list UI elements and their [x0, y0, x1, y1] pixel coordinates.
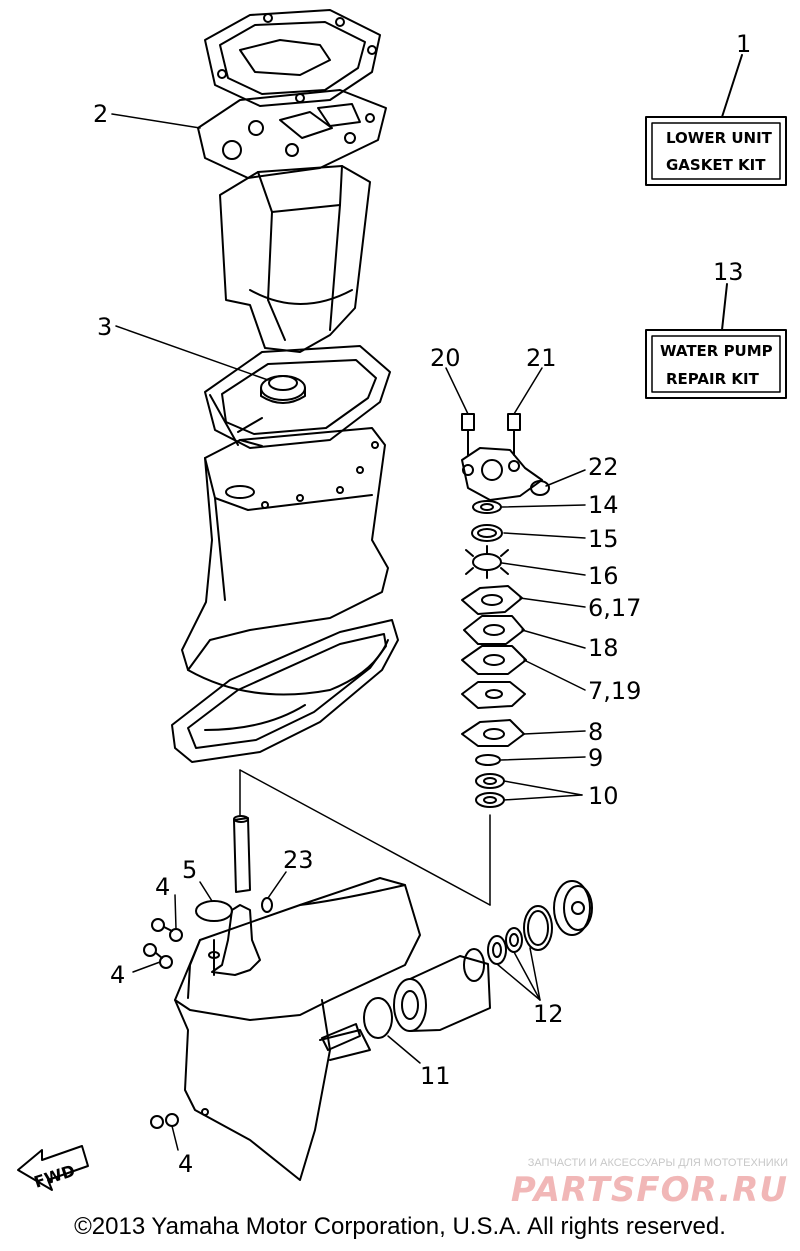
- pump-case-body: [461, 681, 526, 709]
- prop-shaft: [321, 1023, 361, 1051]
- insert-14: [472, 500, 502, 514]
- callout-20: 20: [430, 344, 461, 372]
- callout-11: 11: [420, 1062, 451, 1090]
- impeller-16: [465, 545, 509, 579]
- o-ring-9: [475, 754, 501, 766]
- screw-4-middle: [143, 943, 173, 969]
- bearing-12b: [505, 927, 523, 953]
- callout-9: 9: [588, 744, 603, 772]
- o-ring-11: [363, 997, 393, 1039]
- callout-3: 3: [97, 313, 112, 341]
- upper-casing: [181, 427, 389, 696]
- callout-23: 23: [283, 846, 314, 874]
- callout-1: 1: [736, 30, 751, 58]
- cartridge-15: [471, 524, 503, 542]
- lower-unit-gasket-kit-box: [645, 116, 787, 186]
- callout-18: 18: [588, 634, 619, 662]
- callout-6-17: 6,17: [588, 594, 641, 622]
- bearing-housing: [393, 948, 491, 1032]
- water-pump-kit-line2: REPAIR KIT: [666, 370, 760, 388]
- callout-16: 16: [588, 562, 619, 590]
- screw-4-upper: [151, 918, 183, 942]
- water-pump-kit-leader: [721, 283, 728, 331]
- bolt-21: [507, 413, 521, 456]
- lower-unit-kit-line2: GASKET KIT: [666, 156, 766, 174]
- callout-13: 13: [713, 258, 744, 286]
- oil-seal: [260, 375, 306, 404]
- callout-4-middle: 4: [110, 961, 125, 989]
- gasket-part: [197, 89, 387, 179]
- callout-22: 22: [588, 453, 619, 481]
- callout-8: 8: [588, 718, 603, 746]
- lower-unit-kit-leader: [721, 54, 743, 118]
- lower-unit-kit-line1: LOWER UNIT: [666, 129, 773, 147]
- exhaust-guide: [219, 165, 371, 353]
- callout-7-19: 7,19: [588, 677, 641, 705]
- callout-10: 10: [588, 782, 619, 810]
- gearcase: [174, 877, 421, 1181]
- gasket-7-19: [461, 645, 527, 675]
- fwd-label: FWD: [32, 1161, 78, 1192]
- callout-4-lower: 4: [178, 1150, 193, 1178]
- plate-18: [463, 615, 525, 645]
- callout-21: 21: [526, 344, 557, 372]
- end-cap: [553, 880, 593, 936]
- callout-4-upper: 4: [155, 873, 170, 901]
- leader-lines: [111, 113, 586, 1151]
- assembly-guide-lines: [239, 769, 491, 906]
- water-pump-repair-kit-box: [645, 329, 787, 399]
- gasket-6-17: [461, 585, 523, 615]
- watermark-tagline: ЗАПЧАСТИ И АКСЕССУАРЫ ДЛЯ МОТОТЕХНИКИ: [527, 1157, 788, 1169]
- watermark-logo: PARTSFOR.RU: [510, 1170, 788, 1210]
- callout-15: 15: [588, 525, 619, 553]
- lower-pan: [171, 619, 399, 763]
- dowel-23: [261, 897, 273, 913]
- shaft-tube: [233, 815, 251, 893]
- bearing-12a: [487, 935, 507, 965]
- screw-4-lower: [150, 1113, 179, 1129]
- grommet-22: [530, 480, 550, 496]
- fwd-arrow-icon: [17, 1145, 89, 1191]
- pump-housing: [461, 447, 543, 501]
- o-ring-5: [195, 900, 233, 922]
- callout-5: 5: [182, 856, 197, 884]
- copyright-notice: ©2013 Yamaha Motor Corporation, U.S.A. A…: [74, 1213, 726, 1240]
- ring-gasket: [204, 345, 391, 449]
- callout-2: 2: [93, 100, 108, 128]
- upper-cover-plate: [204, 9, 381, 107]
- gasket-8: [461, 719, 525, 747]
- ring-12c: [523, 905, 553, 951]
- water-pump-kit-line1: WATER PUMP: [660, 342, 773, 360]
- callout-14: 14: [588, 491, 619, 519]
- bearings-10: [475, 773, 505, 808]
- bolt-20: [461, 413, 475, 456]
- callout-12: 12: [533, 1000, 564, 1028]
